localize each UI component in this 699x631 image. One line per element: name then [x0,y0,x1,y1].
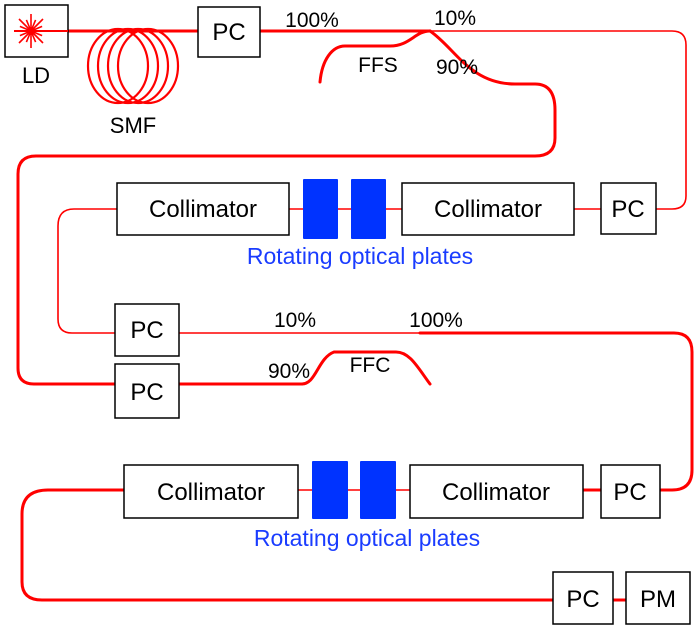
ffc-in-10: 10% [274,309,316,332]
fiber-ffs-10-branch [429,30,687,210]
pc-label: PC [613,479,646,506]
collimator-label: Collimator [157,479,265,506]
ffs-label: FFS [358,54,398,77]
pc-before-pm: PC [552,571,614,625]
fiber-upper-left-loop [57,208,118,334]
rotating-plates-lower [312,461,396,519]
upper-plates-caption: Rotating optical plates [247,243,473,269]
collimator-label: Collimator [149,196,257,223]
collimator-label: Collimator [442,479,550,506]
pc-label: PC [212,19,245,46]
ffs-in-ratio: 100% [285,9,339,32]
optical-plate [312,461,348,519]
ffc-out-100: 100% [409,309,463,332]
collimator-label: Collimator [434,196,542,223]
ffs-coupler-fiber [318,29,432,84]
pc-label: PC [130,379,163,406]
collimator-upper-right: Collimator [401,182,575,236]
collimator-lower-right: Collimator [409,464,584,519]
collimator-lower-left: Collimator [123,464,299,519]
lower-plates-caption: Rotating optical plates [254,525,480,551]
laser-diode [4,4,69,58]
smf-fiber-spool [86,27,180,105]
pc-label: PC [566,586,599,613]
ffc-coupler-fiber [300,350,432,386]
fiber-ffc-100-out [418,331,694,492]
pc-after-spool: PC [197,6,261,58]
ffs-out-10: 10% [434,7,476,30]
fiber-ffs-90-branch [16,29,557,386]
power-meter: PM [625,571,691,625]
pc-lower-right: PC [600,464,661,519]
pc-middle-10: PC [114,303,180,357]
ffc-label: FFC [350,354,391,377]
rotating-plates-upper [303,179,386,239]
ffs-out-90: 90% [436,56,478,79]
ffc-in-90: 90% [268,360,310,383]
collimator-upper-left: Collimator [116,182,290,236]
pm-label: PM [640,586,676,613]
optical-plate [303,179,338,239]
fiber-lower-left-loop [20,488,555,602]
pc-label: PC [611,196,644,223]
ld-label: LD [22,63,50,88]
pc-middle-90: PC [114,363,180,419]
optical-plate [351,179,386,239]
pc-upper-right: PC [600,182,657,235]
pc-label: PC [130,317,163,344]
optical-plate [360,461,396,519]
smf-label: SMF [110,113,156,138]
